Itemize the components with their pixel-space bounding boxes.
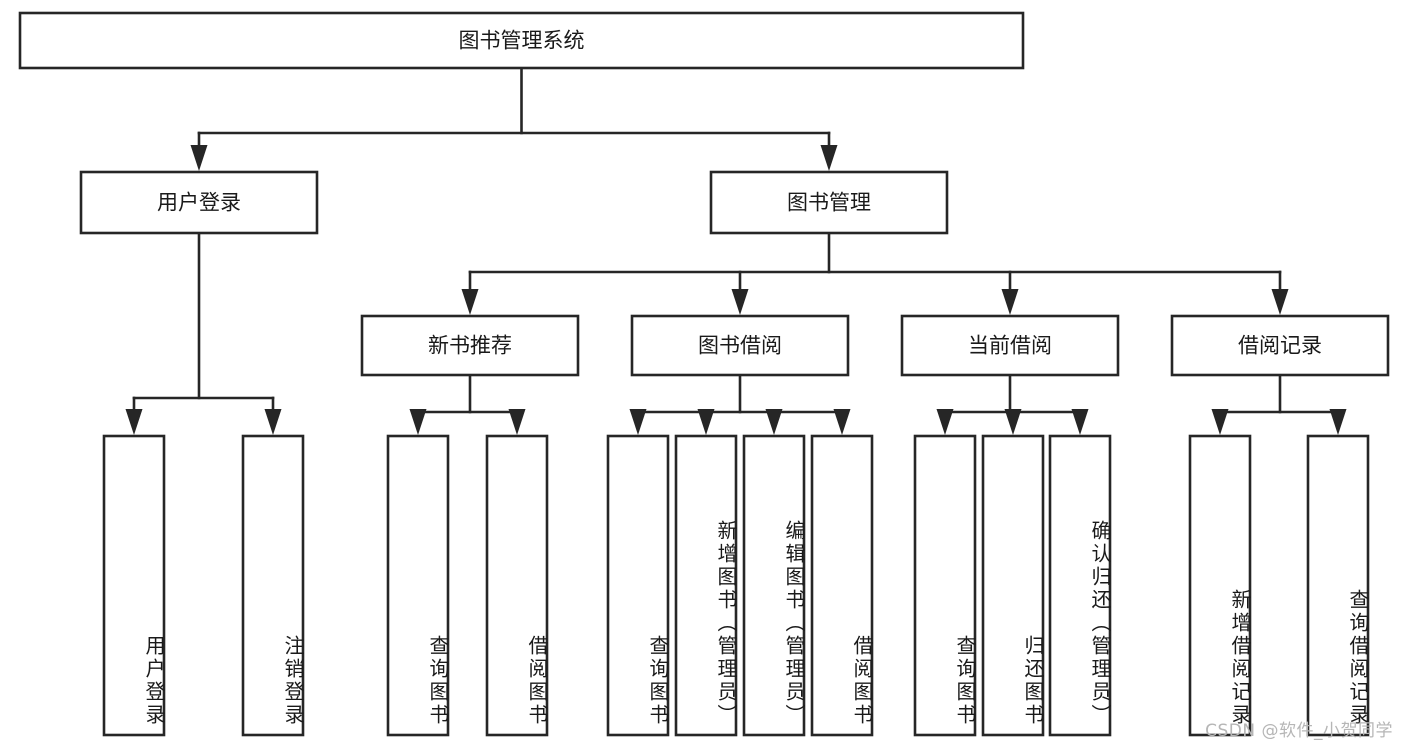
arrow-head-icon [833,409,851,435]
arrow-head-icon [1001,289,1019,315]
node-确认归还-管理员--box[interactable] [1048,434,1112,737]
node-新书推荐-box[interactable] [360,314,580,377]
node-借阅图书-box[interactable] [485,434,549,737]
node-查询图书-box[interactable] [606,434,670,737]
node-图书管理-label: 图书管理 [787,191,871,215]
arrow-head-icon [264,409,282,435]
arrow-head-icon [697,409,715,435]
edge-group-借阅记录 [1211,373,1347,435]
node-新增图书-管理员--box[interactable] [674,434,738,737]
arrow-head-icon [409,409,427,435]
arrow-head-icon [1271,289,1289,315]
arrow-head-icon [1211,409,1229,435]
node-图书管理-box[interactable] [709,170,949,235]
node-查询借阅记录-box[interactable] [1306,434,1370,737]
node-借阅图书-box[interactable] [810,434,874,737]
node-当前借阅-box[interactable] [900,314,1120,377]
arrow-head-icon [1004,409,1022,435]
node-图书管理系统-box[interactable] [18,11,1025,70]
arrow-head-icon [1071,409,1089,435]
node-用户登录-label: 用户登录 [157,191,241,215]
edge-group-用户登录 [125,231,282,435]
arrow-head-icon [765,409,783,435]
arrow-head-icon [190,145,208,171]
node-当前借阅-label: 当前借阅 [968,334,1052,358]
node-编辑图书-管理员--box[interactable] [742,434,806,737]
arrow-head-icon [820,145,838,171]
arrow-head-icon [461,289,479,315]
node-新书推荐-label: 新书推荐 [428,334,512,358]
watermark-text: CSDN @软件_小贺同学 [1205,721,1393,741]
arrow-head-icon [125,409,143,435]
node-图书借阅-box[interactable] [630,314,850,377]
edge-group-图书管理系统 [190,66,838,171]
node-注销登录-box[interactable] [241,434,305,737]
arrow-head-icon [731,289,749,315]
node-借阅记录-box[interactable] [1170,314,1390,377]
edges-layer [125,66,1347,435]
node-用户登录-box[interactable] [79,170,319,235]
edge-group-图书借阅 [629,373,851,435]
arrow-head-icon [508,409,526,435]
node-借阅记录-label: 借阅记录 [1238,334,1322,358]
node-查询图书-box[interactable] [386,434,450,737]
node-图书借阅-label: 图书借阅 [698,334,782,358]
node-归还图书-box[interactable] [981,434,1045,737]
edge-group-图书管理 [461,231,1289,315]
node-新增借阅记录-box[interactable] [1188,434,1252,737]
node-图书管理系统-label: 图书管理系统 [459,29,585,53]
node-用户登录-box[interactable] [102,434,166,737]
edge-group-当前借阅 [936,373,1089,435]
arrow-head-icon [1329,409,1347,435]
arrow-head-icon [936,409,954,435]
edge-group-新书推荐 [409,373,526,435]
arrow-head-icon [629,409,647,435]
node-查询图书-box[interactable] [913,434,977,737]
